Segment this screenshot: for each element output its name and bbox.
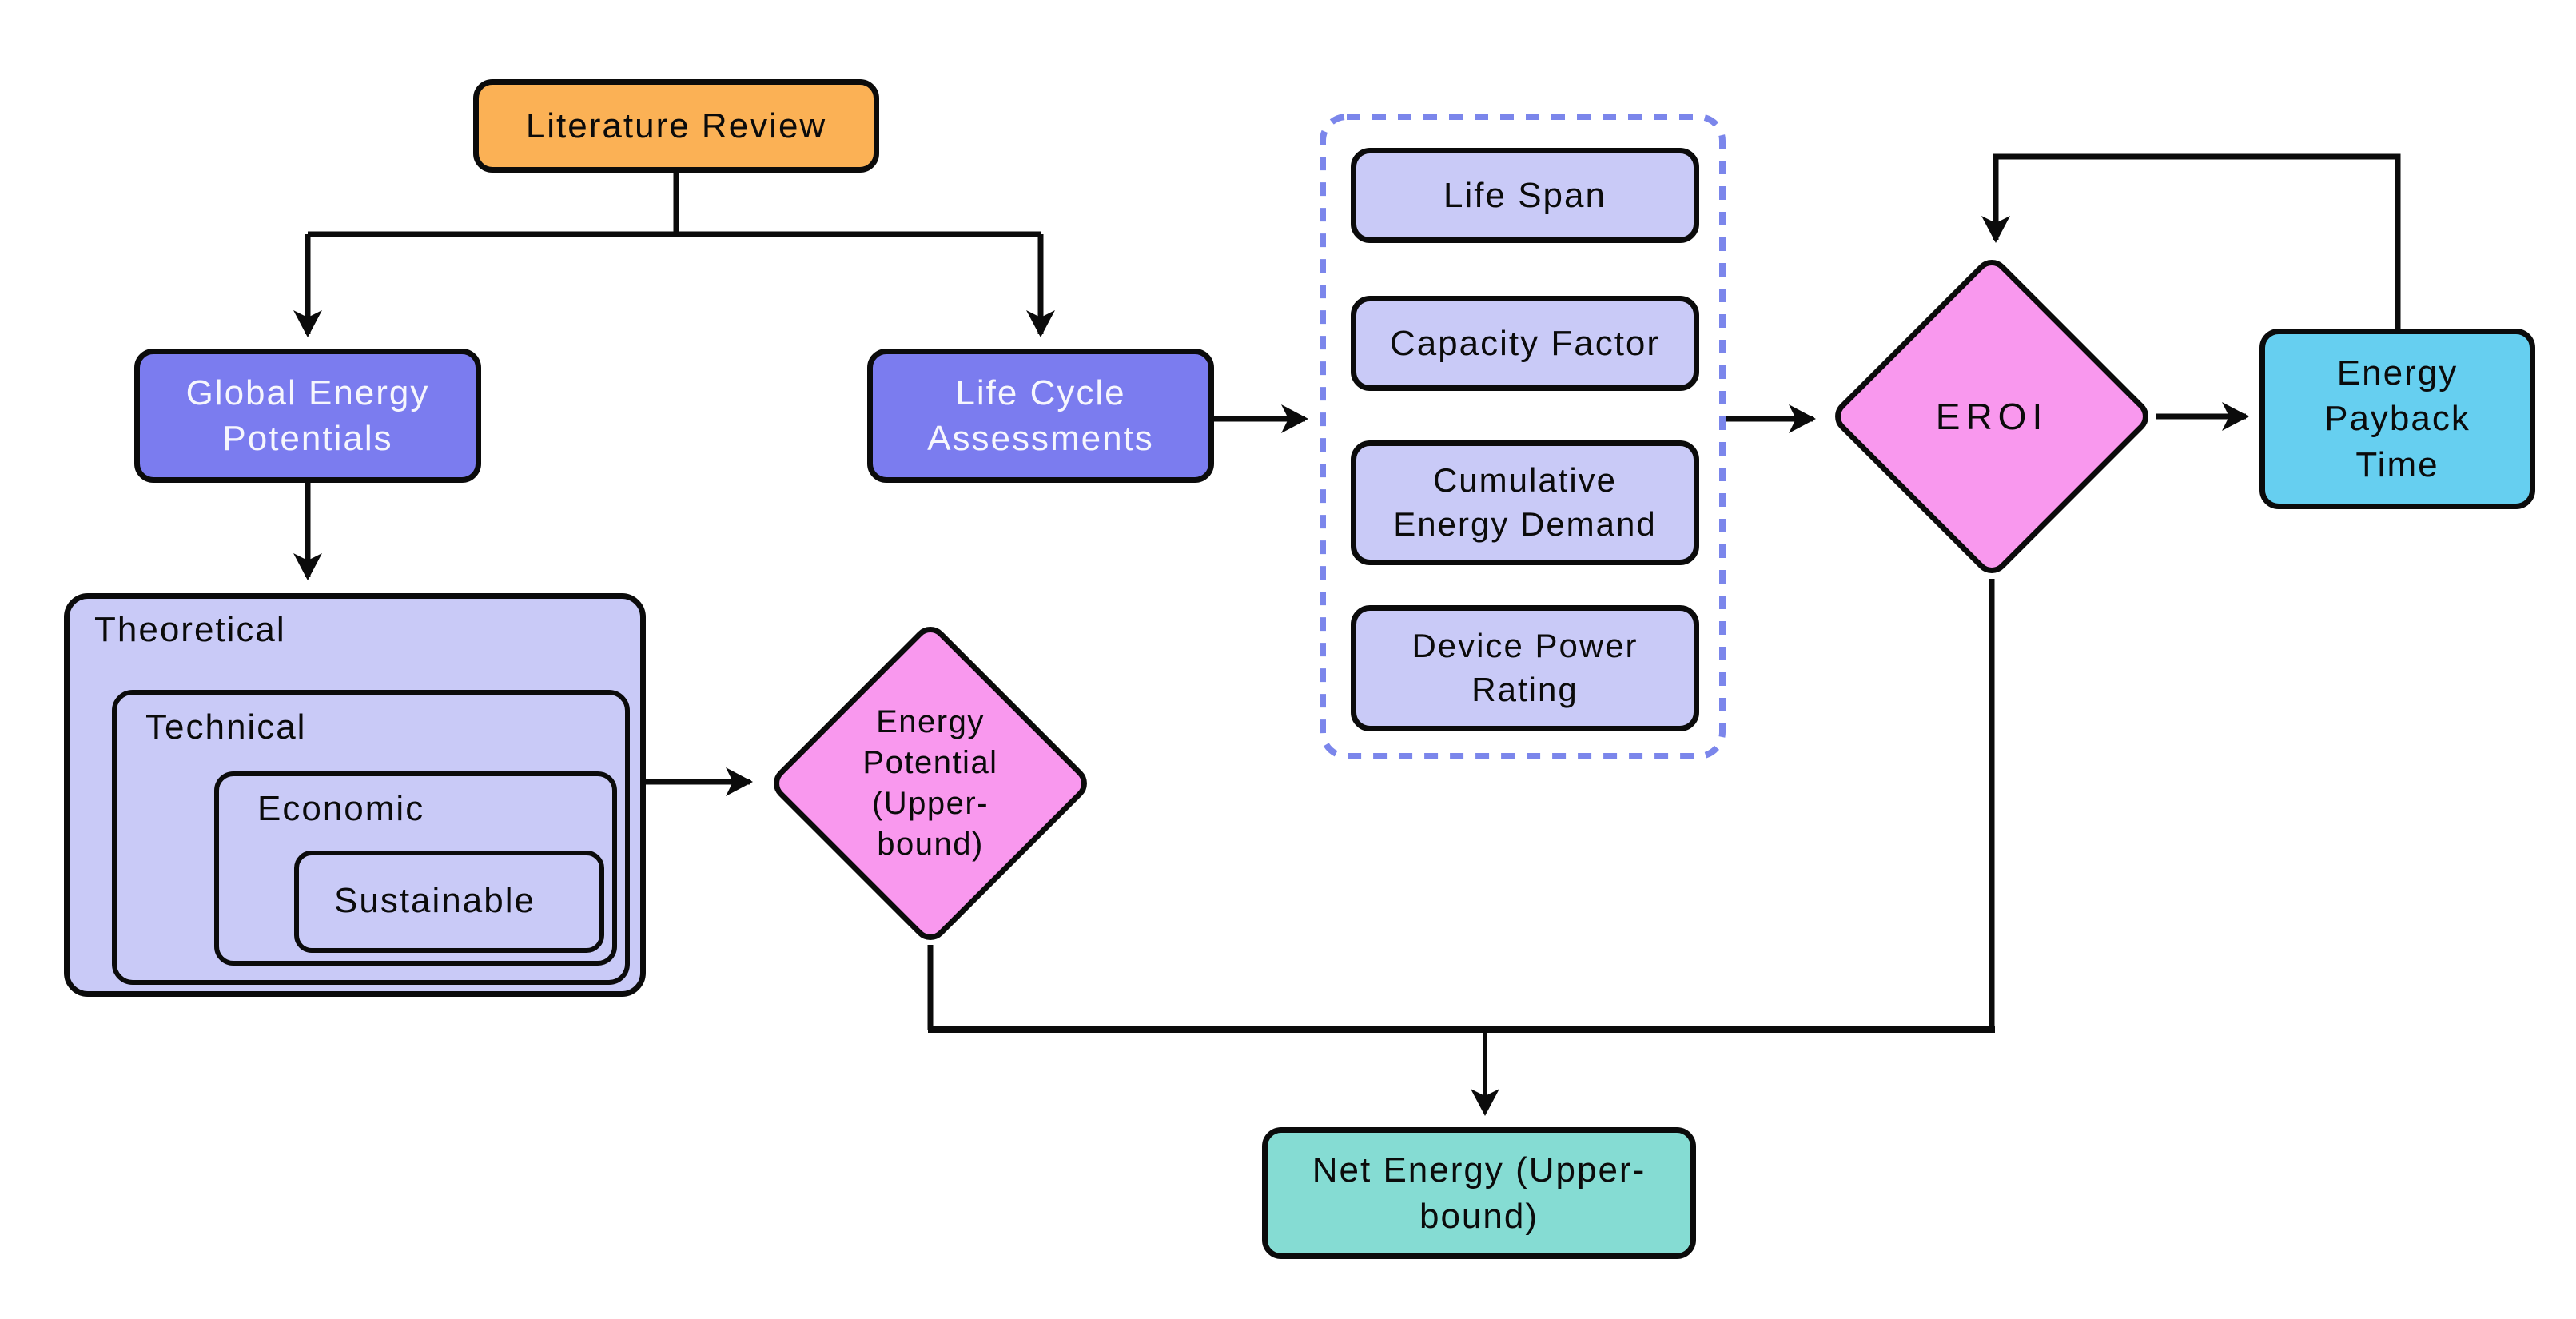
node-global-energy-potentials-label: Global Energy Potentials	[185, 373, 430, 458]
node-eroi-label: EROI	[1935, 395, 2048, 437]
node-net-energy-label: Net Energy (Upper-bound)	[1312, 1150, 1646, 1236]
node-life-cycle-assessments: Life Cycle Assessments	[867, 349, 1214, 483]
node-life-cycle-assessments-label: Life Cycle Assessments	[927, 373, 1154, 458]
node-life-span: Life Span	[1351, 148, 1699, 243]
node-net-energy: Net Energy (Upper-bound)	[1262, 1127, 1696, 1259]
node-cumulative-energy-demand: Cumulative Energy Demand	[1351, 440, 1699, 565]
node-energy-payback-time: Energy Payback Time	[2259, 329, 2535, 509]
node-cumulative-energy-demand-label: Cumulative Energy Demand	[1393, 461, 1657, 543]
node-device-power-rating-label: Device Power Rating	[1411, 627, 1638, 708]
node-capacity-factor: Capacity Factor	[1351, 296, 1699, 391]
node-sustainable	[294, 851, 604, 953]
node-economic-label: Economic	[257, 789, 425, 828]
edge-payback-feedback-to-eroi	[1981, 153, 2401, 329]
node-energy-payback-time-label: Energy Payback Time	[2324, 353, 2470, 484]
node-literature-review: Literature Review	[473, 79, 879, 173]
node-theoretical-label: Theoretical	[94, 610, 286, 649]
node-device-power-rating: Device Power Rating	[1351, 605, 1699, 731]
node-energy-potential-label: Energy Potential (Upper-bound)	[862, 703, 998, 863]
node-sustainable-label: Sustainable	[334, 881, 536, 920]
node-life-span-label: Life Span	[1443, 175, 1607, 215]
node-technical-label: Technical	[145, 707, 307, 747]
node-capacity-factor-label: Capacity Factor	[1389, 323, 1661, 363]
node-literature-review-label: Literature Review	[525, 106, 827, 145]
node-global-energy-potentials: Global Energy Potentials	[134, 349, 481, 483]
